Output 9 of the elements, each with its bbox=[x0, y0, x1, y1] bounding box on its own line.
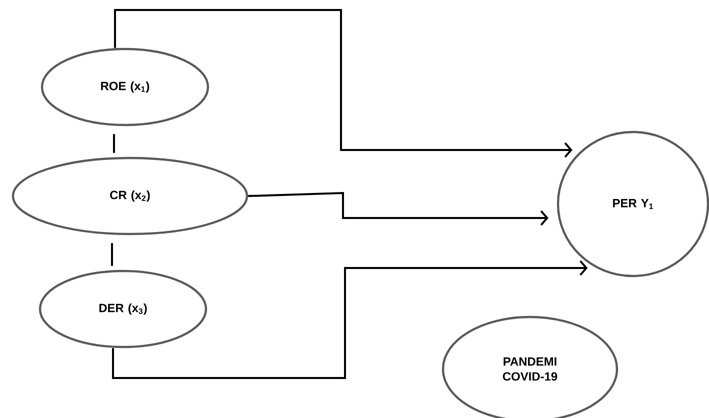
connector-line bbox=[111, 243, 113, 266]
connector-line bbox=[113, 134, 115, 153]
oval-node: CR (x$_{2}$) bbox=[12, 156, 248, 236]
circle-node: PER Y$_{1}$ bbox=[556, 130, 709, 278]
arrow bbox=[248, 192, 548, 226]
arrow bbox=[114, 9, 572, 158]
oval-node: DER (x$_{3}$) bbox=[38, 270, 208, 348]
oval-node: ROE (x$_{1}$) bbox=[40, 48, 210, 126]
arrow bbox=[112, 260, 588, 379]
